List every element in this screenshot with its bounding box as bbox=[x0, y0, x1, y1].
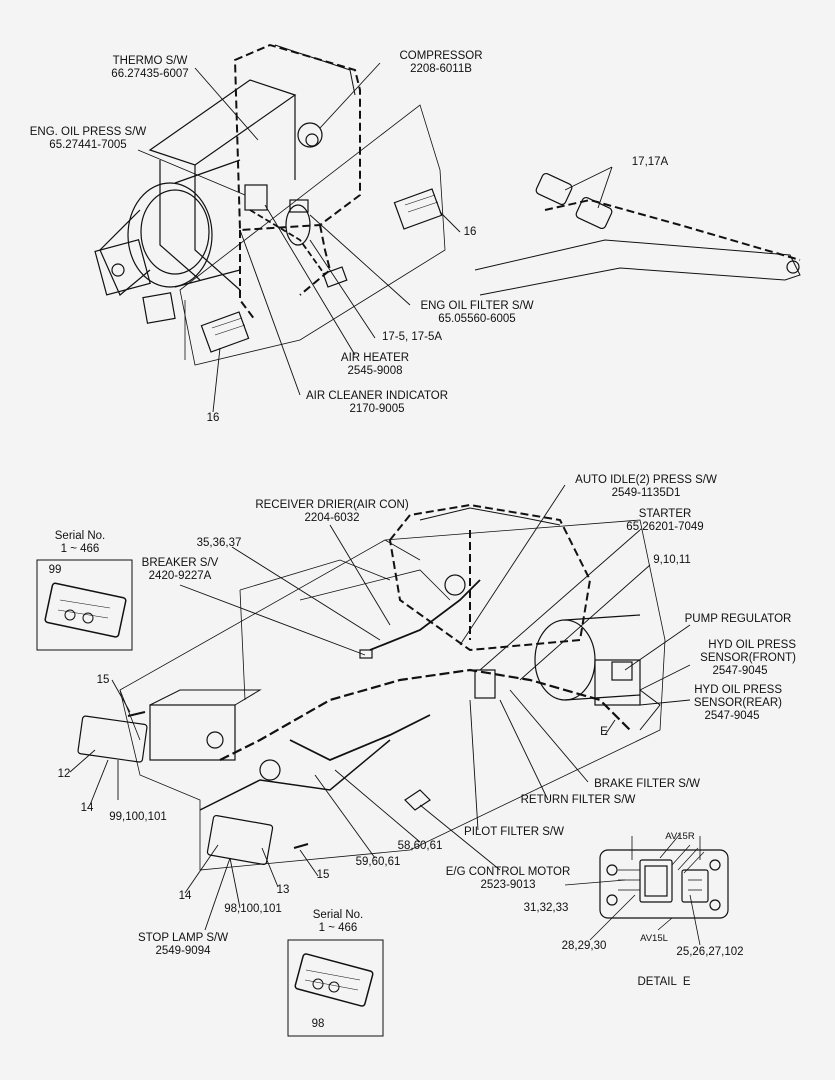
label-ref-99-101: 99,100,101 bbox=[109, 811, 167, 823]
label-ref-16-bottom: 16 bbox=[206, 412, 220, 424]
label-hyd-rear-part: 2547-9045 bbox=[704, 710, 760, 722]
serial-bottom-title: Serial No.1 ~ 466 bbox=[312, 909, 364, 934]
label-return-filter: RETURN FILTER S/W bbox=[520, 794, 636, 806]
detail-e-ref-25: 25,26,27,102 bbox=[676, 946, 744, 958]
label-pilot-filter: PILOT FILTER S/W bbox=[464, 826, 564, 838]
label-ref-e: E bbox=[600, 726, 608, 738]
label-ref-58: 58,60,61 bbox=[397, 840, 443, 852]
label-ref-14-a: 14 bbox=[80, 802, 94, 814]
detail-e-ref-28: 28,29,30 bbox=[561, 940, 607, 952]
label-ref-17-17a: 17,17A bbox=[631, 156, 669, 168]
serial-bottom-ref: 98 bbox=[311, 1018, 325, 1030]
label-ref-17-5: 17-5, 17-5A bbox=[381, 331, 443, 343]
top-engine-assembly bbox=[94, 43, 446, 366]
serial-box-top bbox=[36, 559, 133, 651]
label-ref-59: 59,60,61 bbox=[355, 856, 401, 868]
detail-e-drawing bbox=[564, 833, 729, 946]
boom-assembly bbox=[474, 172, 801, 296]
detail-e-caption: DETAIL E bbox=[637, 976, 691, 988]
serial-top-title: Serial No.1 ~ 466 bbox=[54, 530, 106, 555]
bottom-machine-assembly bbox=[77, 503, 666, 871]
label-ref-16-right: 16 bbox=[463, 226, 477, 238]
detail-e-ref-31: 31,32,33 bbox=[523, 902, 569, 914]
label-ref-12: 12 bbox=[57, 768, 71, 780]
label-receiver-drier: RECEIVER DRIER(AIR CON)2204-6032 bbox=[255, 499, 409, 524]
label-hyd-front-part: 2547-9045 bbox=[712, 665, 768, 677]
detail-e-av15r: AV15R bbox=[665, 831, 695, 842]
serial-box-bottom bbox=[287, 939, 384, 1037]
label-brake-filter: BRAKE FILTER S/W bbox=[594, 778, 700, 790]
label-ref-15-top: 15 bbox=[96, 674, 110, 686]
detail-e-av15l: AV15L bbox=[640, 933, 668, 944]
label-pump-regulator: PUMP REGULATOR bbox=[684, 613, 792, 625]
label-ref-9: 9,10,11 bbox=[653, 554, 691, 566]
label-ref-98-101: 98,100,101 bbox=[224, 903, 282, 915]
label-ref-15-bottom: 15 bbox=[316, 869, 330, 881]
label-ref-14-b: 14 bbox=[178, 890, 192, 902]
serial-top-ref: 99 bbox=[48, 564, 62, 576]
label-ref-35: 35,36,37 bbox=[196, 537, 242, 549]
leader-lines bbox=[69, 62, 691, 931]
label-ref-13: 13 bbox=[276, 884, 290, 896]
